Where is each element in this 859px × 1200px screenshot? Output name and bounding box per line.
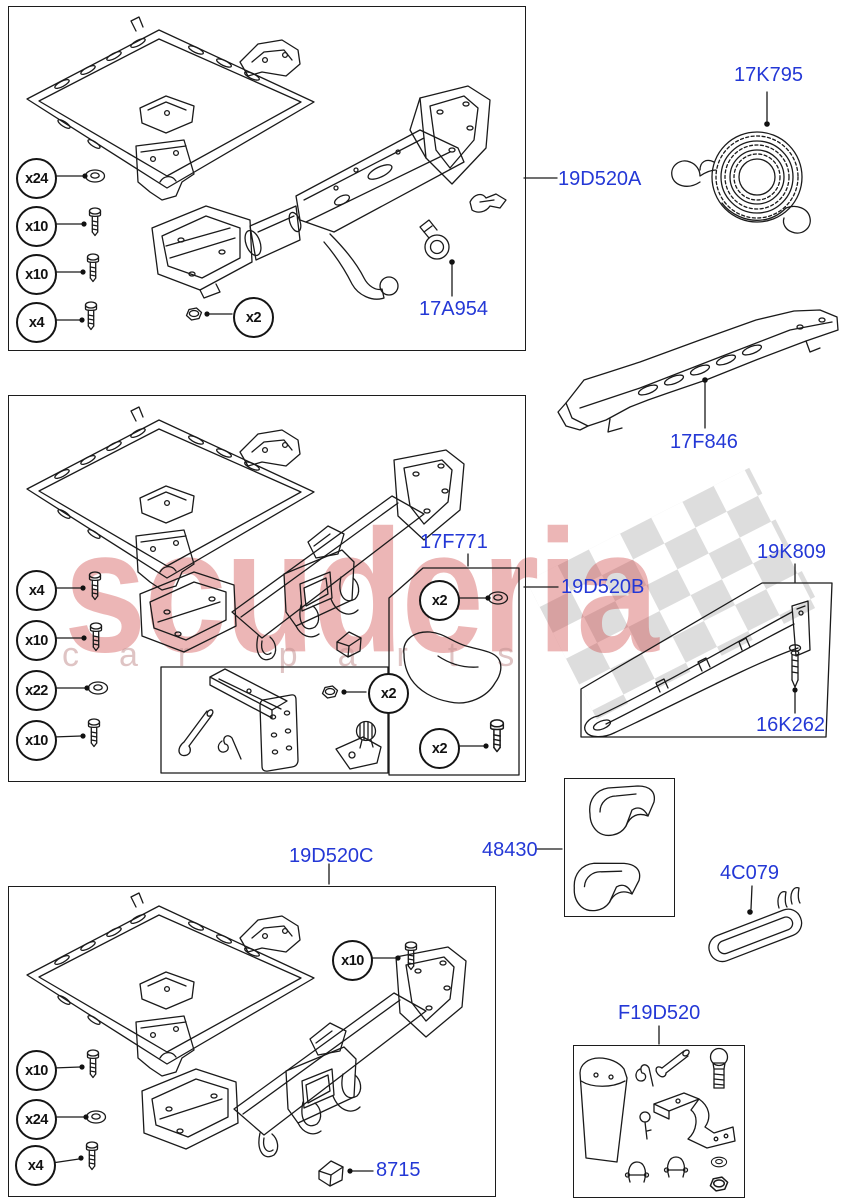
qty-badge-kit-a-bolt3: x4 xyxy=(16,302,57,343)
towing-kit-art xyxy=(579,1025,736,1192)
sill-trim-art xyxy=(580,563,833,738)
qty-badge-kit-b-washer: x22 xyxy=(16,670,57,711)
sill-trim-outline-box xyxy=(580,582,833,738)
part-label-tow-eye[interactable]: 17A954 xyxy=(419,298,488,320)
clip-kit-box xyxy=(564,778,675,917)
qty-badge-accessory-bolt: x2 xyxy=(419,728,460,769)
towing-kit-box xyxy=(573,1045,745,1198)
part-label-trim-screw[interactable]: 16K262 xyxy=(756,714,825,736)
kit-box-c xyxy=(8,886,496,1197)
qty-badge-kit-a-bolt2: x10 xyxy=(16,254,57,295)
part-label-underbody-shield[interactable]: 17F846 xyxy=(670,431,738,453)
part-label-sill-trim[interactable]: 19K809 xyxy=(757,541,826,563)
qty-badge-kit-a-nut: x2 xyxy=(233,297,274,338)
qty-badge-kit-c-bolt2: x10 xyxy=(16,1050,57,1091)
part-label-kit-b[interactable]: 19D520B xyxy=(561,576,645,598)
qty-badge-kit-b-bolt1: x4 xyxy=(16,570,57,611)
brand-watermark: scuderia xyxy=(64,494,659,690)
qty-badge-kit-c-bolt1: x10 xyxy=(332,940,373,981)
kit-box-a xyxy=(8,6,526,351)
ball-mount-subbox xyxy=(160,666,389,774)
tow-eye-art xyxy=(419,219,455,297)
part-label-kit-a[interactable]: 19D520A xyxy=(558,168,642,190)
accessory-subbox xyxy=(388,567,520,776)
part-label-tow-rope[interactable]: 17K795 xyxy=(734,64,803,86)
part-label-bracket[interactable]: 4C079 xyxy=(720,862,779,884)
brand-watermark-subtext: car parts xyxy=(62,636,555,674)
qty-badge-kit-a-washer: x24 xyxy=(16,158,57,199)
part-label-blanking-cap[interactable]: 8715 xyxy=(376,1159,421,1181)
kit-box-b xyxy=(8,395,526,782)
part-label-towing-kit[interactable]: F19D520 xyxy=(618,1002,701,1024)
bracket-art xyxy=(708,885,803,963)
qty-badge-kit-c-washer: x24 xyxy=(16,1099,57,1140)
part-label-ball-mount-kit[interactable]: 17F771 xyxy=(420,531,488,553)
qty-badge-accessory-nut: x2 xyxy=(368,673,409,714)
qty-badge-accessory-washer: x2 xyxy=(419,580,460,621)
qty-badge-kit-a-bolt1: x10 xyxy=(16,206,57,247)
kit-c-art xyxy=(26,863,467,1187)
underbody-shield-art xyxy=(557,309,839,433)
qty-badge-kit-b-bolt3: x10 xyxy=(16,720,57,761)
part-label-kit-c[interactable]: 19D520C xyxy=(289,845,374,867)
kit-b-art xyxy=(26,406,559,776)
qty-badge-kit-c-bolt3: x4 xyxy=(15,1145,56,1186)
qty-badge-kit-b-bolt2: x10 xyxy=(16,620,57,661)
tow-rope-art xyxy=(671,91,811,234)
kit-a-art xyxy=(26,16,558,331)
clip-kit-art xyxy=(536,785,656,915)
part-label-clip-kit[interactable]: 48430 xyxy=(482,839,538,861)
